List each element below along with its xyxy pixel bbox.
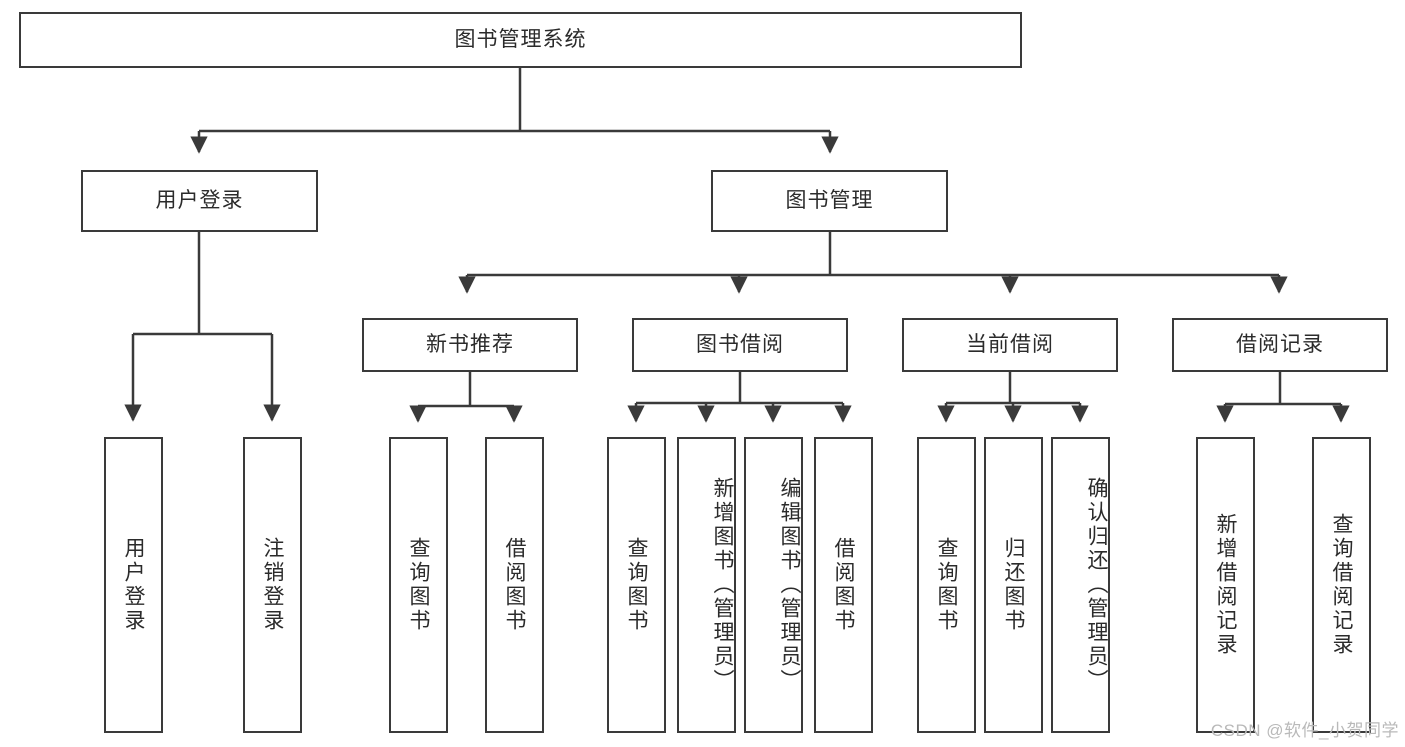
node-book-borrow[interactable]: 图书借阅 xyxy=(632,318,848,372)
node-root-label: 图书管理系统 xyxy=(454,28,587,52)
node-leaf-user-logout-label: 注销登录 xyxy=(261,537,285,633)
node-leaf-query-book-3-label: 查询图书 xyxy=(935,537,959,633)
node-leaf-query-book-1-label: 查询图书 xyxy=(407,537,431,633)
node-leaf-return-book[interactable]: 归还图书 xyxy=(984,437,1043,733)
node-borrow-record-label: 借阅记录 xyxy=(1236,333,1324,357)
node-leaf-query-record-label: 查询借阅记录 xyxy=(1330,513,1354,657)
node-leaf-user-login[interactable]: 用户登录 xyxy=(104,437,163,733)
node-leaf-borrow-book-1-label: 借阅图书 xyxy=(503,537,527,633)
node-leaf-borrow-book-2-label: 借阅图书 xyxy=(832,537,856,633)
node-leaf-user-logout[interactable]: 注销登录 xyxy=(243,437,302,733)
node-leaf-query-book-3[interactable]: 查询图书 xyxy=(917,437,976,733)
node-user-login[interactable]: 用户登录 xyxy=(81,170,318,232)
node-leaf-add-record[interactable]: 新增借阅记录 xyxy=(1196,437,1255,733)
node-new-book-recommend[interactable]: 新书推荐 xyxy=(362,318,578,372)
node-current-borrow-label: 当前借阅 xyxy=(966,333,1054,357)
node-leaf-confirm-return-label: 确认归还（管理员） xyxy=(1085,477,1108,693)
node-leaf-add-record-label: 新增借阅记录 xyxy=(1214,513,1238,657)
node-leaf-query-record[interactable]: 查询借阅记录 xyxy=(1312,437,1371,733)
node-leaf-add-book-label: 新增图书（管理员） xyxy=(711,477,734,693)
node-leaf-confirm-return[interactable]: 确认归还（管理员） xyxy=(1051,437,1110,733)
node-leaf-add-book[interactable]: 新增图书（管理员） xyxy=(677,437,736,733)
node-leaf-borrow-book-2[interactable]: 借阅图书 xyxy=(814,437,873,733)
node-book-manage-label: 图书管理 xyxy=(785,189,874,213)
node-leaf-return-book-label: 归还图书 xyxy=(1002,537,1026,633)
node-leaf-query-book-2[interactable]: 查询图书 xyxy=(607,437,666,733)
node-book-borrow-label: 图书借阅 xyxy=(696,333,784,357)
node-leaf-edit-book-label: 编辑图书（管理员） xyxy=(778,477,801,693)
node-borrow-record[interactable]: 借阅记录 xyxy=(1172,318,1388,372)
node-current-borrow[interactable]: 当前借阅 xyxy=(902,318,1118,372)
node-leaf-query-book-1[interactable]: 查询图书 xyxy=(389,437,448,733)
node-new-book-recommend-label: 新书推荐 xyxy=(426,333,514,357)
node-book-manage[interactable]: 图书管理 xyxy=(711,170,948,232)
node-leaf-user-login-label: 用户登录 xyxy=(122,537,146,633)
node-leaf-borrow-book-1[interactable]: 借阅图书 xyxy=(485,437,544,733)
node-user-login-label: 用户登录 xyxy=(155,189,244,213)
node-root[interactable]: 图书管理系统 xyxy=(19,12,1022,68)
node-leaf-query-book-2-label: 查询图书 xyxy=(625,537,649,633)
node-leaf-edit-book[interactable]: 编辑图书（管理员） xyxy=(744,437,803,733)
